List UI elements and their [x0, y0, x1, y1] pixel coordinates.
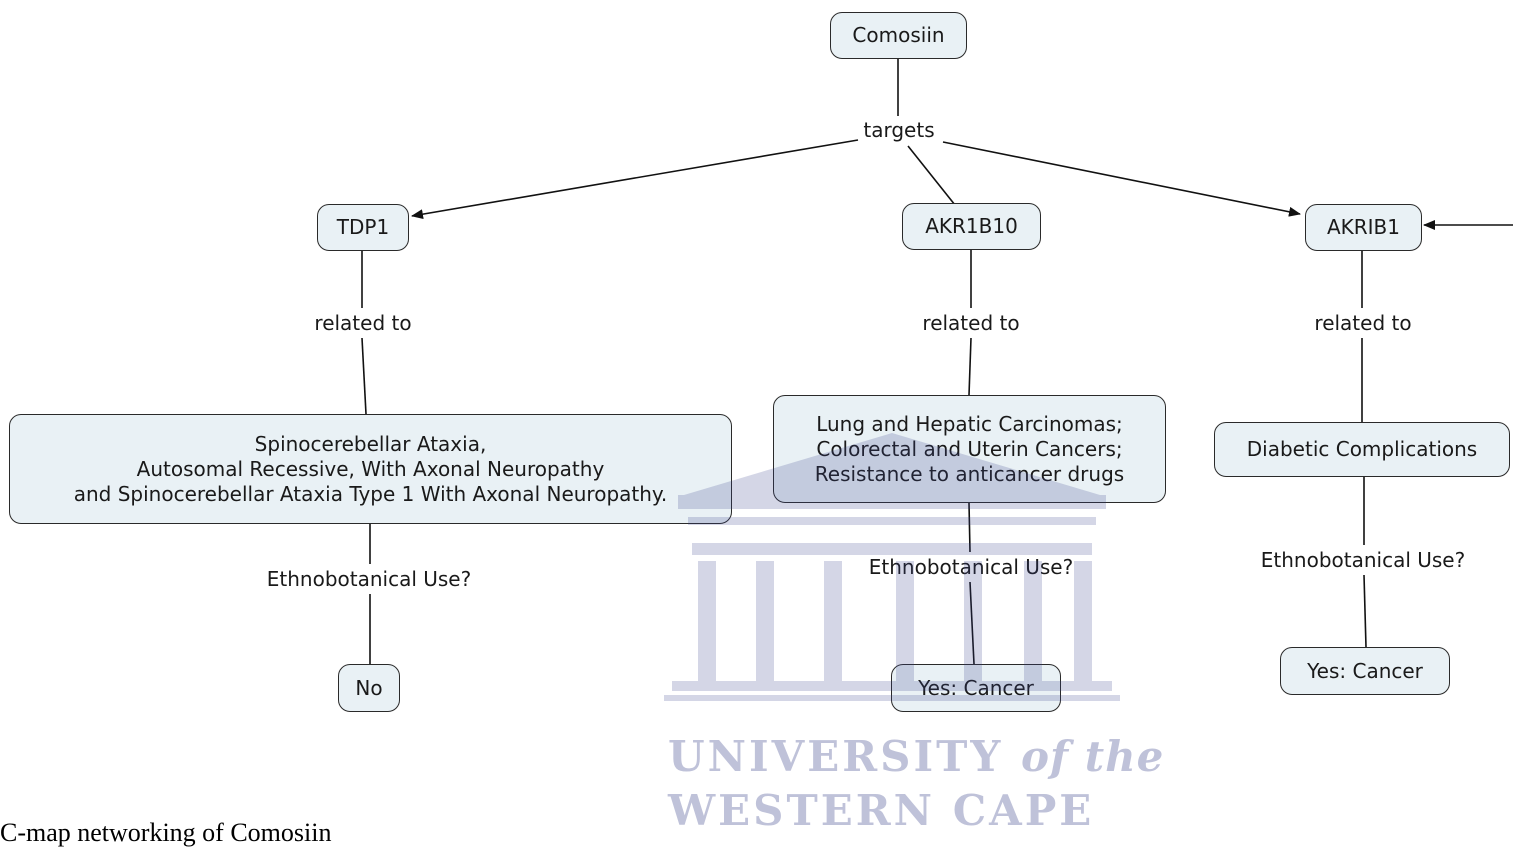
concept-no[interactable]: No [338, 664, 400, 712]
watermark-western-cape: WESTERN CAPE [668, 786, 1095, 835]
edge-lung-ethno [968, 502, 971, 553]
link-ethnobotanical-left: Ethnobotanical Use? [264, 567, 474, 591]
edge-targets-akr1b10 [907, 145, 956, 206]
edge-targets-akrib1 [942, 141, 1301, 217]
watermark-university-line: UNIVERSITY of the [668, 732, 1164, 781]
concept-lung-hepatic-carcinomas[interactable]: Lung and Hepatic Carcinomas; Colorectal … [773, 395, 1166, 503]
figure-caption: C-map networking of Comosiin [0, 818, 332, 847]
edge-ethno-yes-right [1363, 574, 1367, 648]
edge-related-spino [361, 337, 367, 415]
link-related-to-tdp1: related to [312, 311, 414, 335]
link-ethnobotanical-right: Ethnobotanical Use? [1258, 548, 1468, 572]
watermark-university: UNIVERSITY [668, 732, 1004, 781]
concept-yes-cancer-middle[interactable]: Yes: Cancer [891, 664, 1061, 712]
concept-yes-cancer-right[interactable]: Yes: Cancer [1280, 647, 1450, 695]
concept-diabetic-complications[interactable]: Diabetic Complications [1214, 422, 1510, 477]
link-related-to-akr1b10: related to [920, 311, 1022, 335]
concept-comosiin[interactable]: Comosiin [830, 12, 967, 59]
concept-akrib1[interactable]: AKRIB1 [1305, 204, 1422, 251]
edge-ethno-yes-mid [969, 581, 975, 665]
link-targets: targets [861, 118, 937, 142]
concept-tdp1[interactable]: TDP1 [317, 204, 409, 251]
link-ethnobotanical-middle: Ethnobotanical Use? [866, 555, 1076, 579]
concept-akr1b10[interactable]: AKR1B10 [902, 203, 1041, 250]
concept-spinocerebellar-ataxia[interactable]: Spinocerebellar Ataxia, Autosomal Recess… [9, 414, 732, 524]
edge-targets-tdp1 [411, 139, 859, 220]
edge-related-lung [968, 337, 972, 396]
link-related-to-akrib1: related to [1312, 311, 1414, 335]
watermark-of-the: of the [1021, 732, 1165, 781]
